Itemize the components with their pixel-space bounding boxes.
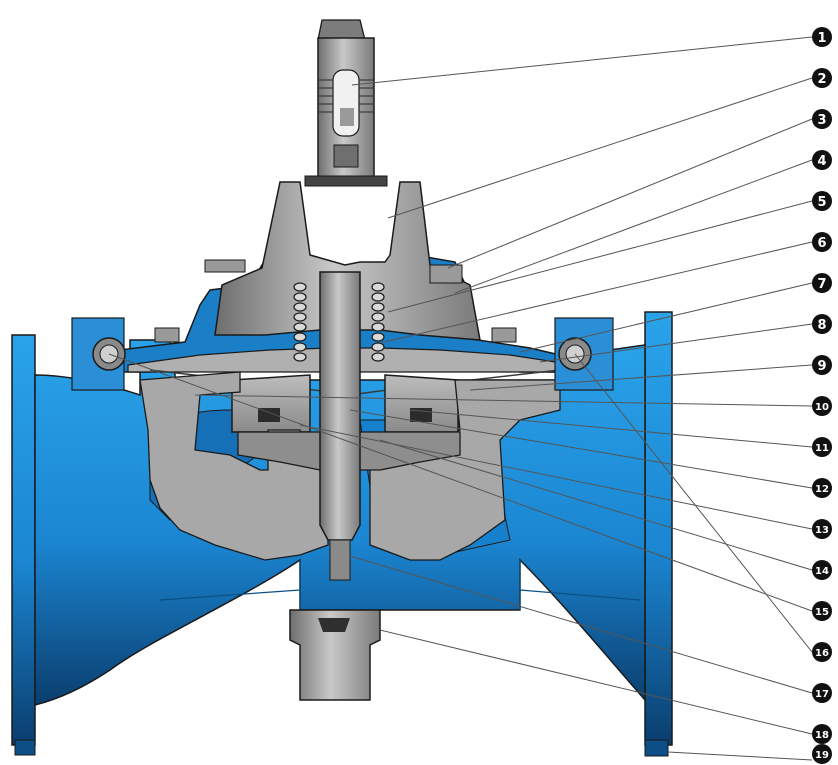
callout-1: 1 <box>812 27 832 47</box>
callout-9: 9 <box>812 355 832 375</box>
callout-number: 2 <box>817 72 826 87</box>
stem <box>319 271 361 541</box>
callout-markers: 1 2 3 4 5 6 7 8 9 10 11 12 13 14 15 16 1… <box>812 27 832 764</box>
callout-19: 19 <box>812 744 832 764</box>
callout-number: 1 <box>817 31 826 46</box>
seal-left <box>258 408 280 422</box>
leader-5 <box>387 200 813 313</box>
callout-16: 16 <box>812 642 832 662</box>
callout-10: 10 <box>812 396 832 416</box>
leader-3 <box>447 118 813 269</box>
callout-2: 2 <box>812 68 832 88</box>
leader-11 <box>409 409 813 448</box>
leader-13 <box>299 424 813 530</box>
callout-8: 8 <box>812 314 832 334</box>
leader-15 <box>108 353 813 612</box>
callout-number: 6 <box>817 236 826 251</box>
callout-number: 11 <box>815 443 829 454</box>
callout-number: 5 <box>817 195 826 210</box>
leader-16 <box>574 353 813 653</box>
callout-number: 15 <box>815 607 829 618</box>
callout-4: 4 <box>812 150 832 170</box>
callout-number: 10 <box>815 402 829 413</box>
leader-17 <box>349 555 813 694</box>
left-flange <box>11 334 36 746</box>
bolt-cover-right <box>429 264 463 284</box>
leader-18 <box>379 629 813 735</box>
leader-1 <box>351 36 813 86</box>
callout-number: 16 <box>815 648 829 659</box>
leader-14 <box>379 439 813 571</box>
leader-10 <box>194 394 813 407</box>
bolt-flange-right <box>491 327 517 343</box>
callout-number: 17 <box>815 689 829 700</box>
callout-5: 5 <box>812 191 832 211</box>
leader-lines <box>108 36 813 761</box>
callout-number: 7 <box>817 277 826 292</box>
bottom-cap <box>289 609 381 701</box>
callout-14: 14 <box>812 560 832 580</box>
callout-number: 13 <box>815 525 829 536</box>
bolts <box>71 259 614 391</box>
callout-number: 3 <box>817 113 826 128</box>
leader-12 <box>349 409 813 489</box>
leader-8 <box>539 323 813 363</box>
callout-3: 3 <box>812 109 832 129</box>
callout-number: 19 <box>815 750 829 761</box>
callout-number: 4 <box>817 154 826 169</box>
callout-15: 15 <box>812 601 832 621</box>
position-indicator <box>304 19 388 187</box>
callout-number: 8 <box>817 318 826 333</box>
callout-6: 6 <box>812 232 832 252</box>
bolt-cover-left <box>204 259 246 273</box>
leader-2 <box>387 77 813 219</box>
leader-7 <box>519 282 813 353</box>
callout-13: 13 <box>812 519 832 539</box>
bolt-flange-left <box>154 327 180 343</box>
callout-18: 18 <box>812 724 832 744</box>
callout-number: 14 <box>815 566 829 577</box>
leader-19 <box>667 751 813 761</box>
callout-17: 17 <box>812 683 832 703</box>
lifting-lug-left <box>71 317 126 391</box>
spring <box>293 282 385 362</box>
callout-number: 9 <box>817 359 826 374</box>
leader-9 <box>469 364 813 391</box>
callout-number: 12 <box>815 484 829 495</box>
callout-11: 11 <box>812 437 832 457</box>
leader-4 <box>454 159 813 294</box>
callout-number: 18 <box>815 730 829 741</box>
callout-7: 7 <box>812 273 832 293</box>
leader-6 <box>379 241 813 344</box>
lifting-lug-right <box>554 317 614 391</box>
valve-internals <box>127 181 576 701</box>
callout-12: 12 <box>812 478 832 498</box>
